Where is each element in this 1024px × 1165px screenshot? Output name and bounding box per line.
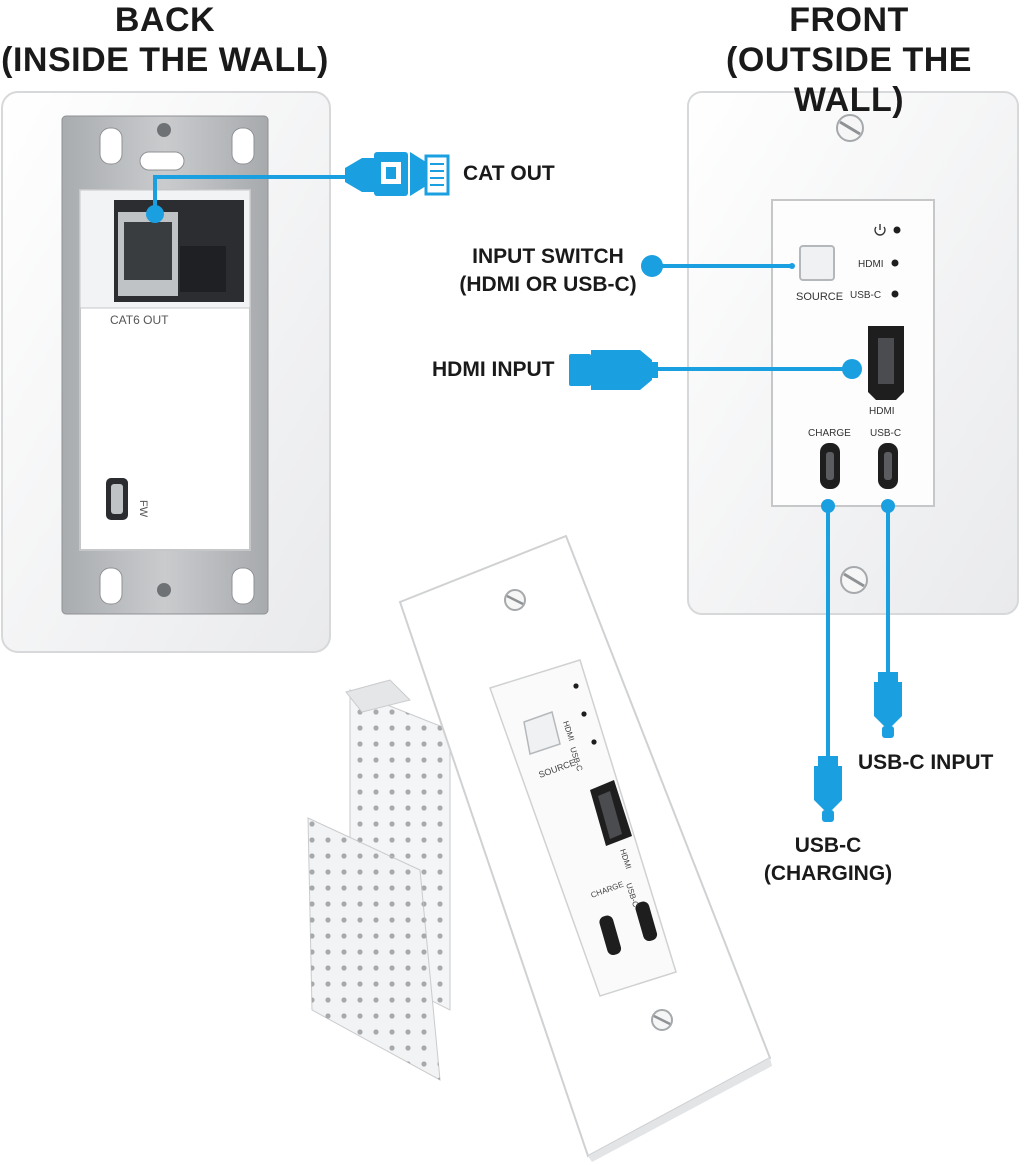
angled-charge-port [599,915,622,956]
angled-usbc-port [635,901,658,942]
usbc-charging-line1: USB-C [794,834,862,857]
input-switch-label: INPUT SWITCH (HDMI OR USB-C) [455,243,641,299]
back-heading-line1: BACK [114,1,216,39]
front-heading-line1: FRONT [789,1,909,39]
usbc-input-label: USB-C INPUT [858,751,994,774]
hdmi-port [868,326,904,400]
usbc-port-label: USB-C [870,428,901,439]
indicator-usbc-label: USB-C [850,290,881,301]
input-switch-callout-line [641,255,795,277]
angled-source-button [523,711,561,755]
charge-port-label: CHARGE [808,428,851,439]
back-heading-line2: (INSIDE THE WALL) [1,41,329,79]
back-heading: BACK (INSIDE THE WALL) [0,0,330,80]
usbc-input-callout-line [881,499,895,676]
usbc-charging-label: USB-C (CHARGING) [758,832,898,888]
usbc-charging-line2: (CHARGING) [763,862,893,885]
front-heading-line2: (OUTSIDE THE WALL) [726,41,972,119]
usbc-charging-callout-line [821,499,835,760]
power-icon [874,224,886,236]
cat-out-callout-line [146,175,345,223]
fw-port [106,478,128,520]
cat6-out-port [114,200,244,302]
hdmi-input-label: HDMI INPUT [432,358,555,381]
front-wall-plate [687,91,1019,615]
angled-device-view [307,534,772,1162]
source-button[interactable] [799,245,835,281]
ethernet-connector-icon [345,152,450,196]
usbc-input-connector-icon [874,672,902,738]
hdmi-input-callout-line [658,359,862,379]
front-heading: FRONT (OUTSIDE THE WALL) [674,0,1024,120]
indicator-hdmi-label: HDMI [858,259,884,270]
back-wall-plate [1,91,331,653]
input-switch-line2: (HDMI OR USB-C) [459,273,637,296]
hdmi-connector-icon [569,350,658,390]
front-insert-panel [771,199,935,507]
fw-label: FW [137,500,149,518]
input-switch-line1: INPUT SWITCH [472,245,624,268]
hdmi-port-label: HDMI [869,406,895,417]
source-label: SOURCE [796,291,843,303]
cat6-out-label: CAT6 OUT [110,313,169,327]
usbc-charging-connector-icon [814,756,842,822]
cat-out-label: CAT OUT [463,162,555,185]
